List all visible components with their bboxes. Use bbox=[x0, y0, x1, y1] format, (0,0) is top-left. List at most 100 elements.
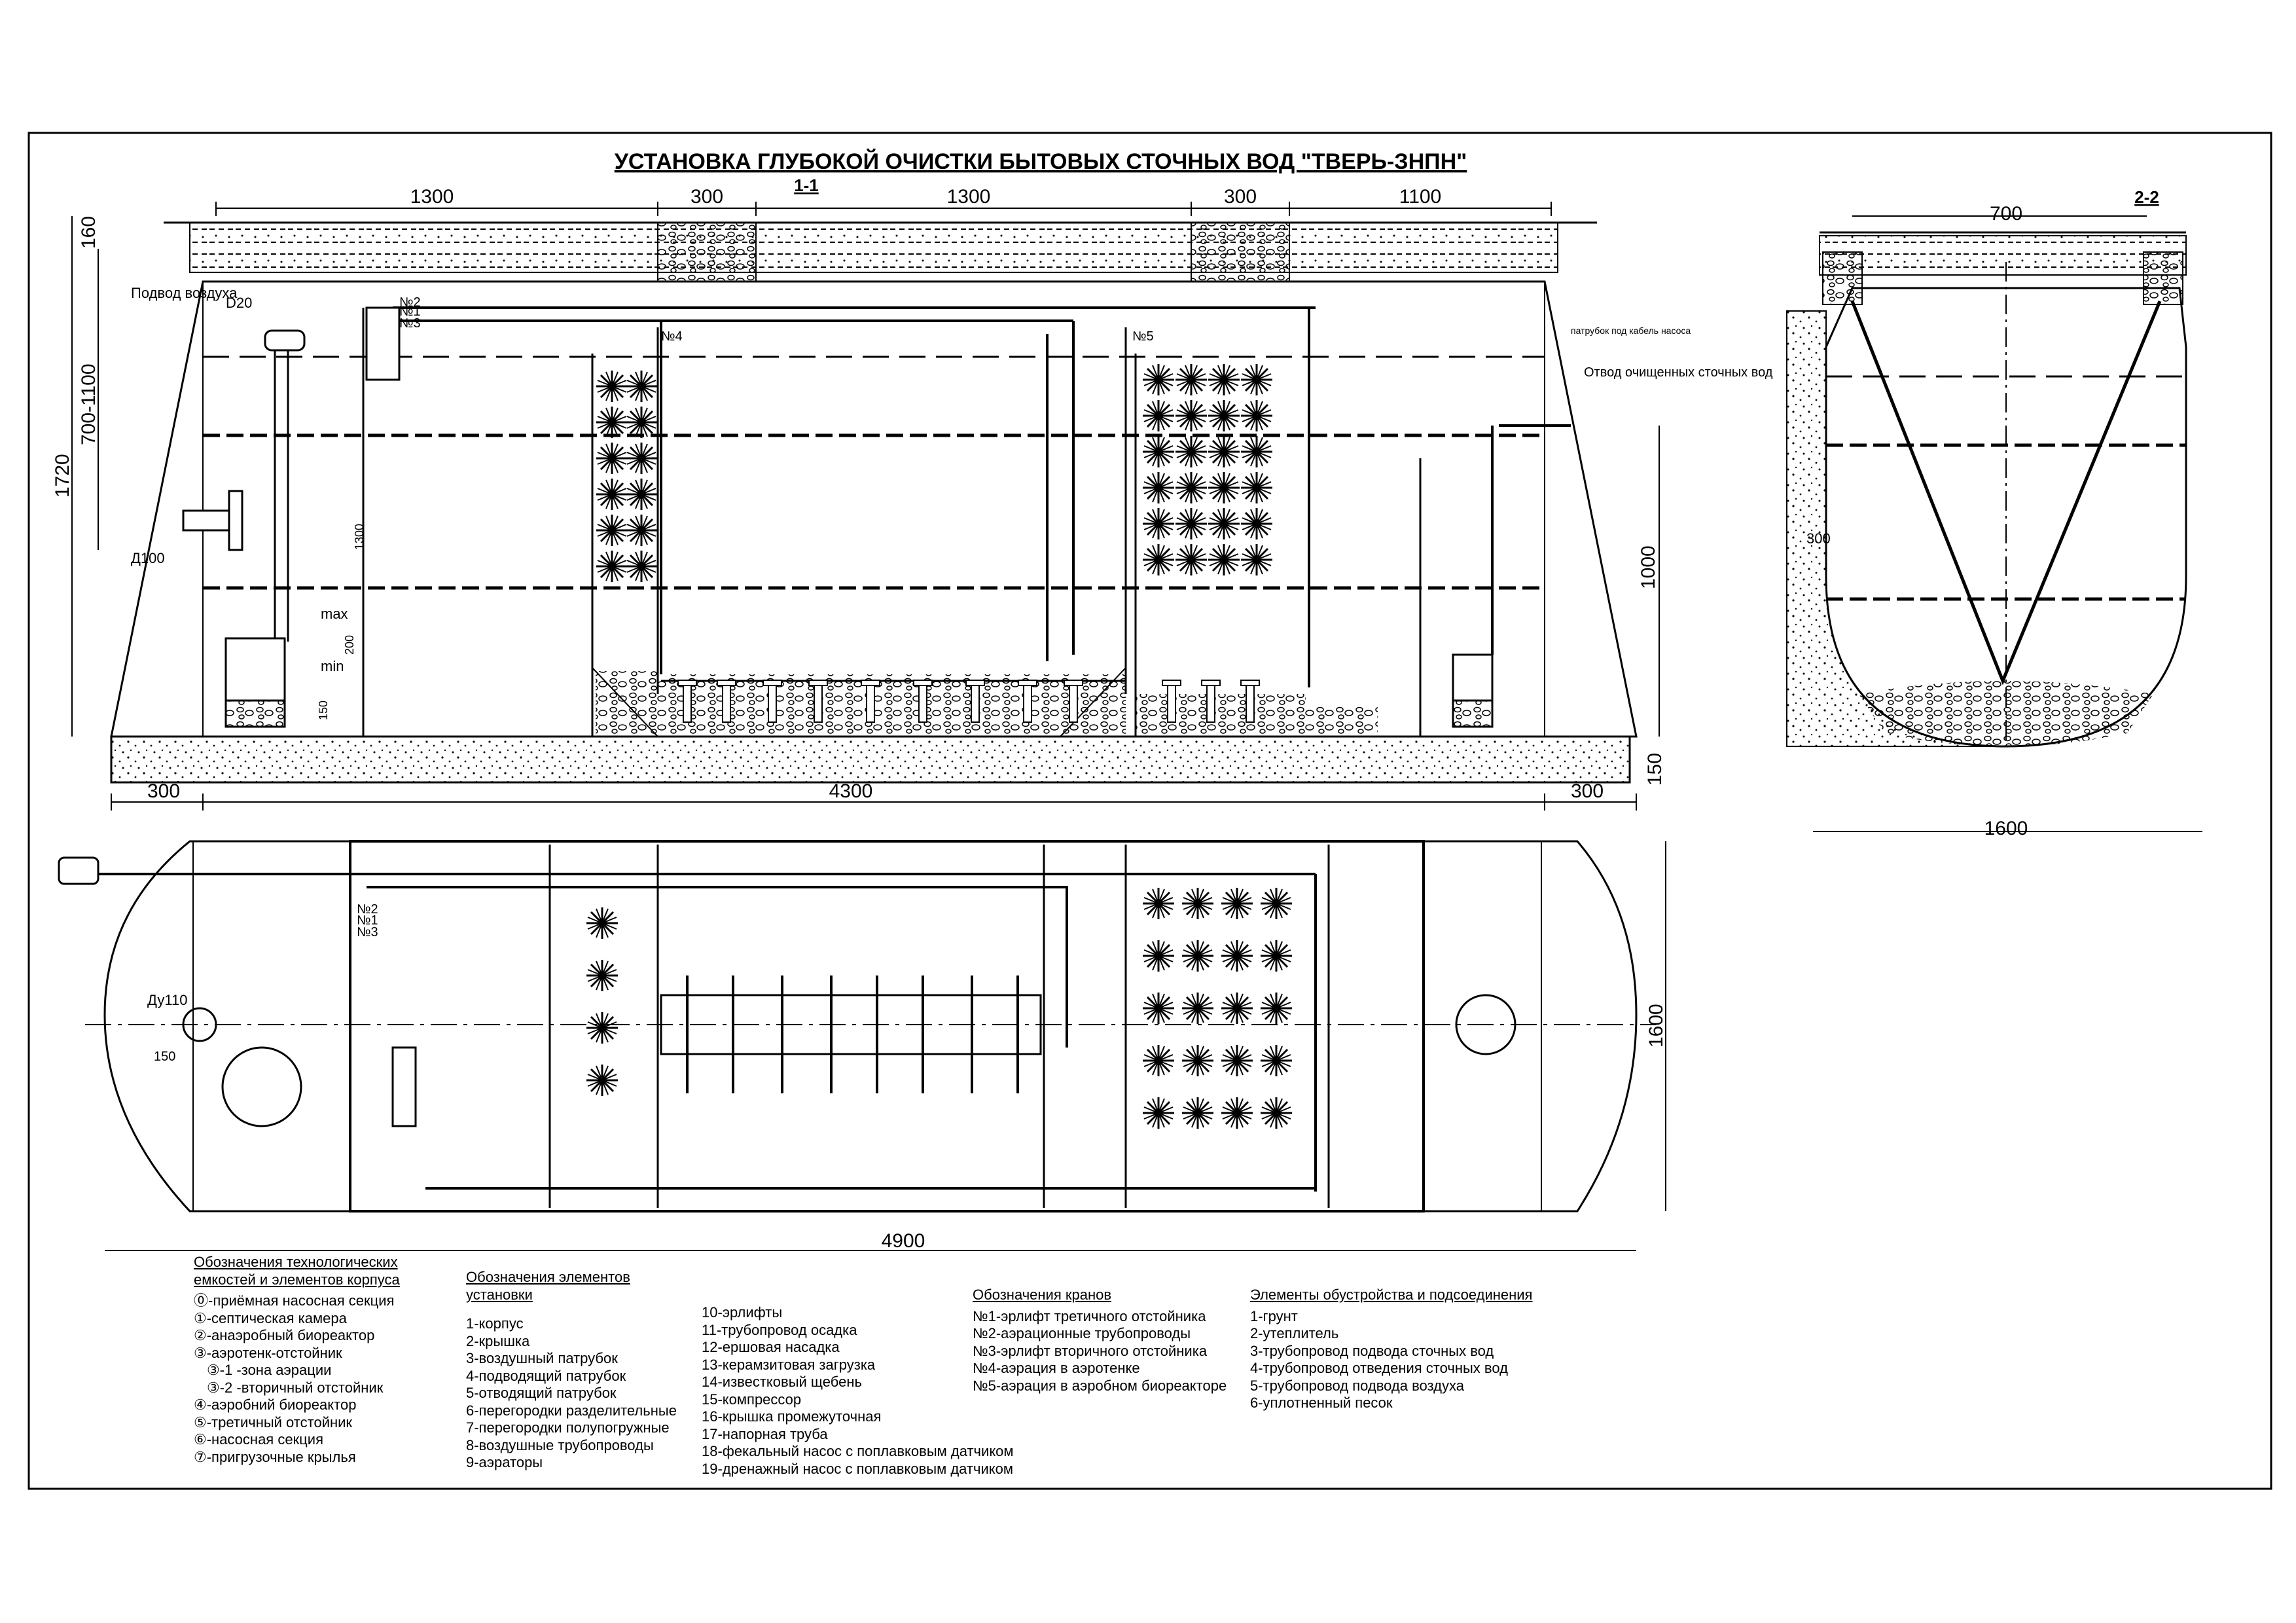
legend-elements-header: Обозначения элементов установки bbox=[466, 1269, 630, 1303]
legend-element-item: 15-компрессор bbox=[702, 1391, 802, 1408]
legend-element-item: 8-воздушные трубопроводы bbox=[466, 1436, 654, 1453]
legend-capacities: Обозначения технологических емкостей и э… bbox=[194, 1254, 442, 1466]
sec2-v-pipes bbox=[1850, 301, 2162, 685]
legend-element-item: 16-крышка промежуточная bbox=[702, 1408, 882, 1425]
legend-valves: Обозначения кранов №1-эрлифт третичного … bbox=[973, 1286, 1247, 1395]
sec2-gravel-right bbox=[2143, 251, 2183, 305]
dim-bottom-3: 300 bbox=[1571, 780, 1604, 802]
legend-capacity-item: ③-2 -вторичный отстойник bbox=[207, 1379, 384, 1396]
sec2-lid bbox=[1819, 235, 2187, 276]
plan-brushes-2 bbox=[585, 906, 619, 1097]
label-outlet: Отвод очищенных сточных вод bbox=[1584, 365, 1773, 380]
legend-capacity-item: ③-1 -зона аэрации bbox=[207, 1362, 332, 1378]
legend-element-item: 17-напорная труба bbox=[702, 1425, 828, 1442]
plan-aeration-grid bbox=[660, 994, 1042, 1055]
legend-element-item: 1-корпус bbox=[466, 1315, 524, 1332]
dim-top-2: 300 bbox=[691, 186, 723, 208]
dim-4900: 4900 bbox=[882, 1230, 925, 1252]
legend-setup: Элементы обустройства и подсоединения 1-… bbox=[1250, 1286, 1590, 1412]
label-valve-n2: №2 bbox=[399, 295, 421, 310]
legend-element-item: 9-аэраторы bbox=[466, 1454, 543, 1470]
air-risers bbox=[660, 308, 1310, 687]
plan-label-n2: №2 bbox=[357, 902, 378, 917]
legend-element-item: 12-ершовая насадка bbox=[702, 1339, 840, 1355]
label-valve-n3: №3 bbox=[399, 316, 421, 331]
plan-inner-body bbox=[349, 840, 1425, 1213]
lid-intermediate-1 bbox=[657, 222, 757, 282]
legend-valves-header: Обозначения кранов bbox=[973, 1286, 1112, 1303]
legend-elements: Обозначения элементов установки 1-корпус… bbox=[466, 1269, 677, 1472]
lid-insulation bbox=[189, 222, 1558, 273]
label-valve-n1: №1 bbox=[399, 304, 421, 319]
dim-1600-plan: 1600 bbox=[1645, 1004, 1667, 1048]
plan-brushes-4 bbox=[1141, 886, 1293, 1130]
dim-top-1: 1300 bbox=[410, 186, 454, 208]
legend-valve-item: №1-эрлифт третичного отстойника bbox=[973, 1307, 1206, 1324]
dim-top-5: 1100 bbox=[1399, 186, 1442, 208]
label-valve-n4: №4 bbox=[661, 329, 683, 344]
plan-outline bbox=[103, 840, 1638, 1213]
legend-setup-header: Элементы обустройства и подсоединения bbox=[1250, 1286, 1533, 1303]
lid-intermediate-2 bbox=[1191, 222, 1290, 282]
section-1-1-label: 1-1 bbox=[794, 175, 819, 195]
legend-valve-item: №5-аэрация в аэробном биореакторе bbox=[973, 1377, 1227, 1394]
label-dim-1300: 1300 bbox=[353, 524, 366, 550]
legend-setup-item: 1-грунт bbox=[1250, 1307, 1298, 1324]
legend-element-item: 18-фекальный насос с поплавковым датчико… bbox=[702, 1443, 1014, 1459]
section-2-2-label: 2-2 bbox=[2134, 187, 2159, 207]
pressure-pipe-17 bbox=[274, 340, 289, 642]
section-1-1: 1-1 1300 300 1300 300 1100 bbox=[52, 175, 1773, 811]
legend-capacity-item: ②-анаэробный биореактор bbox=[194, 1327, 375, 1343]
legend-element-item: 19-дренажный насос с поплавковым датчико… bbox=[702, 1460, 1013, 1477]
drain-pump-base bbox=[1452, 699, 1494, 728]
legend-setup-item: 6-уплотненный песок bbox=[1250, 1395, 1393, 1411]
label-min: min bbox=[321, 658, 344, 674]
dim-700: 700 bbox=[1990, 203, 2022, 225]
limestone-gravel bbox=[1306, 707, 1378, 737]
legend-setup-item: 2-утеплитель bbox=[1250, 1325, 1339, 1341]
plan-label-dy110: Ду110 bbox=[147, 992, 187, 1008]
legend-element-item: 7-перегородки полупогружные bbox=[466, 1419, 670, 1436]
ceramsite-bio bbox=[1136, 694, 1306, 737]
legend-setup-item: 3-трубопровод подвода сточных вод bbox=[1250, 1342, 1494, 1359]
label-d20: D20 bbox=[226, 295, 252, 311]
label-dim-200: 200 bbox=[343, 635, 356, 655]
plan-air-pipes bbox=[367, 873, 1316, 1048]
plan-dim-150: 150 bbox=[154, 1049, 175, 1064]
plan-inlet-pipe bbox=[182, 1007, 217, 1042]
legend-elements-col2: 10-эрлифты 11-трубопровод осадка 12-ершо… bbox=[702, 1304, 1029, 1478]
sec2-dim-300: 300 bbox=[1806, 530, 1831, 547]
plan-view: 4900 1600 150 Ду110 №2 №1 №3 bbox=[58, 840, 1667, 1252]
dim-top-3: 1300 bbox=[947, 186, 991, 208]
plan-label-n3: №3 bbox=[357, 925, 378, 939]
plan-air-riser bbox=[391, 1046, 417, 1127]
legend-setup-item: 5-трубопровод подвода воздуха bbox=[1250, 1377, 1464, 1394]
dim-bottom-2: 4300 bbox=[829, 780, 873, 802]
compressor-15 bbox=[58, 856, 99, 885]
legend-element-item: 6-перегородки разделительные bbox=[466, 1402, 677, 1419]
legend-element-item: 3-воздушный патрубок bbox=[466, 1350, 618, 1366]
dim-left-1720: 1720 bbox=[52, 454, 73, 498]
dim-top-4: 300 bbox=[1224, 186, 1257, 208]
section-2-2: 2-2 700 1600 300 bbox=[1786, 187, 2202, 839]
drawing-title: УСТАНОВКА ГЛУБОКОЙ ОЧИСТКИ БЫТОВЫХ СТОЧН… bbox=[615, 149, 1467, 174]
pipe-elbow bbox=[264, 329, 306, 352]
legend-element-item: 5-отводящий патрубок bbox=[466, 1385, 617, 1401]
dim-right-150: 150 bbox=[1644, 753, 1666, 786]
legend-capacity-item: ④-аэробний биореактор bbox=[194, 1396, 357, 1413]
tank-body-outline bbox=[110, 280, 1638, 738]
dim-bottom-1: 300 bbox=[147, 780, 180, 802]
air-pipelines bbox=[393, 306, 1316, 655]
label-cable-pipe: патрубок под кабель насоса bbox=[1571, 325, 1691, 336]
legend-valve-item: №4-аэрация в аэротенке bbox=[973, 1360, 1140, 1376]
legend-element-item: 11-трубопровод осадка bbox=[702, 1321, 857, 1338]
air-inlet-riser bbox=[365, 306, 401, 381]
legend-capacity-item: ⑥-насосная секция bbox=[194, 1431, 323, 1448]
ceramsite-left bbox=[596, 671, 658, 737]
dim-left-700-1100: 700-1100 bbox=[78, 363, 99, 445]
legend-element-item: 13-керамзитовая загрузка bbox=[702, 1356, 876, 1373]
legend-capacity-item: ⑦-пригрузочные крылья bbox=[194, 1448, 356, 1465]
sec2-gravel-left bbox=[1822, 251, 1863, 305]
legend-valve-item: №3-эрлифт вторичного отстойника bbox=[973, 1342, 1208, 1359]
